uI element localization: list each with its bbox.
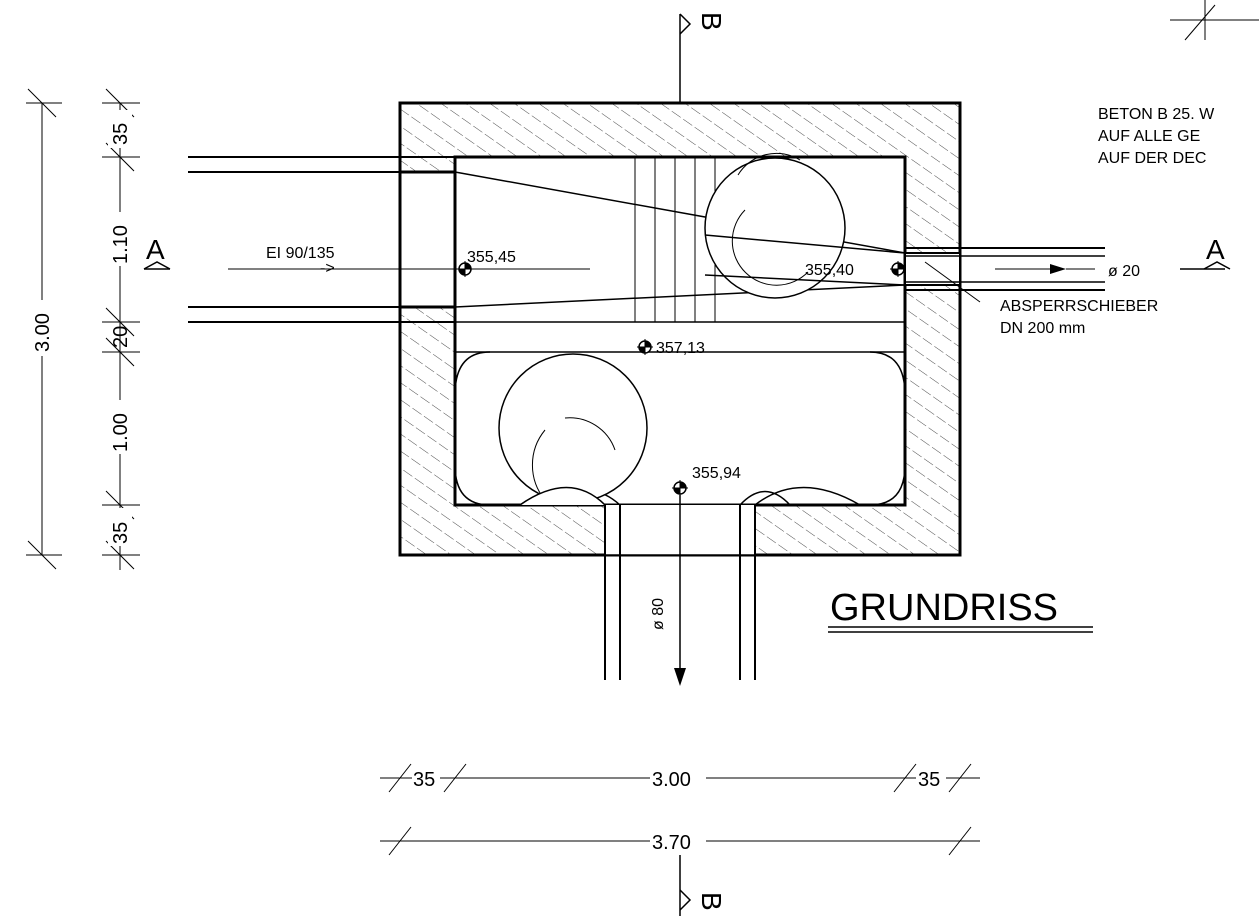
note-line-1: BETON B 25. W [1098, 106, 1215, 123]
dim-overall-width: 3.70 [652, 832, 691, 854]
elevation-marker-lower [672, 480, 688, 496]
section-a-markers [143, 261, 1231, 270]
dim-left-wall: 35 [413, 769, 435, 791]
drawing-title: GRUNDRISS [830, 587, 1058, 629]
valve-leader [924, 261, 981, 303]
note-line-2: AUF ALLE GE [1098, 128, 1200, 145]
elevation-outlet-label: 355,40 [805, 262, 854, 279]
dim-mid-wall: 20 [110, 326, 132, 348]
dim-inlet-height: 1.10 [110, 225, 132, 264]
valve-size-label: DN 200 mm [1000, 320, 1085, 337]
bottom-outlet-pipe [604, 495, 756, 686]
divider-wall [455, 321, 905, 353]
elevation-markers [457, 261, 906, 496]
section-a-right-label: A [1206, 234, 1225, 265]
svg-text:->: -> [320, 260, 335, 277]
valve-name-label: ABSPERRSCHIEBER [1000, 298, 1158, 315]
inlet-label: EI 90/135 [266, 245, 335, 262]
elevation-marker-wall [637, 339, 653, 355]
dim-inner-width: 3.00 [652, 769, 691, 791]
elevation-inlet-label: 355,45 [467, 249, 516, 266]
upper-manhole [704, 152, 906, 299]
outlet-diameter-label: ø 20 [1108, 263, 1140, 280]
section-b-bottom-label: B [696, 892, 727, 911]
section-a-left-label: A [146, 234, 165, 265]
dim-overall-height: 3.00 [32, 313, 54, 352]
section-b-markers [679, 13, 692, 916]
elevation-marker-inlet [457, 261, 473, 277]
note-line-3: AUF DER DEC [1098, 150, 1206, 167]
elevation-marker-outlet [890, 261, 906, 277]
dim-bottom-wall: 35 [110, 522, 132, 544]
horizontal-dimension-labels: 35 3.00 35 3.70 [412, 766, 946, 854]
vertical-dimension-labels: 3.00 35 1.10 20 1.00 35 [30, 110, 132, 546]
lower-manhole [498, 353, 648, 506]
dim-lower-chamber: 1.00 [110, 413, 132, 452]
corner-mark [1170, 0, 1259, 41]
outlet-pipe [905, 247, 1225, 291]
section-b-top-label: B [696, 12, 727, 31]
elevation-wall-label: 357,13 [656, 340, 705, 357]
dim-top-wall: 35 [110, 123, 132, 145]
elevation-lower-label: 355,94 [692, 465, 741, 482]
bottom-outlet-diameter-label: ø 80 [650, 598, 667, 630]
dim-right-wall: 35 [918, 769, 940, 791]
